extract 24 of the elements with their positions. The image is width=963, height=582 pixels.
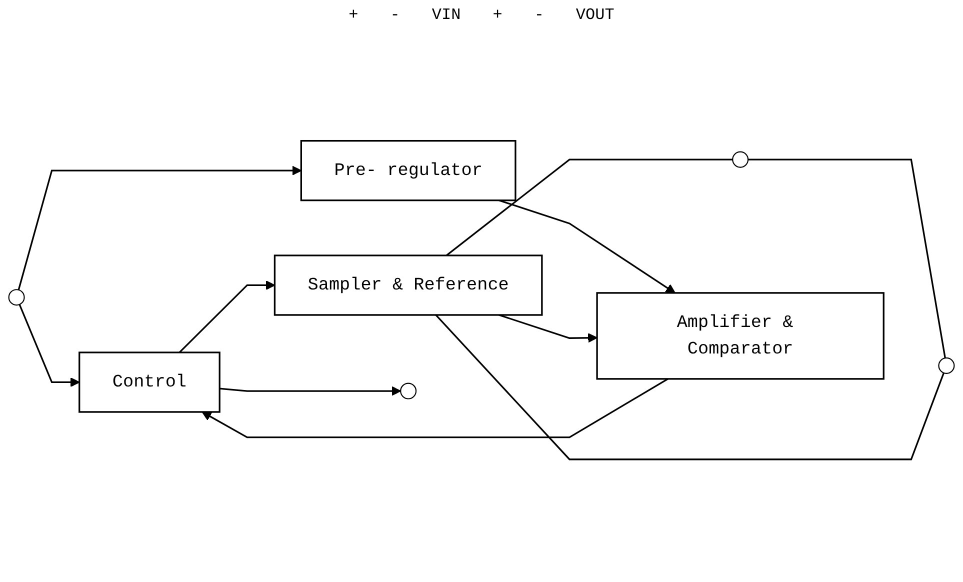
node-box: Pre- regulator bbox=[300, 140, 516, 202]
arrow bbox=[498, 199, 676, 294]
arrow bbox=[202, 378, 668, 438]
arrow bbox=[220, 386, 402, 396]
polarity-label: - bbox=[389, 6, 401, 24]
node-circle bbox=[732, 151, 749, 168]
arrow bbox=[498, 314, 598, 343]
arrow bbox=[18, 304, 80, 387]
connector bbox=[748, 158, 946, 358]
node-circle bbox=[8, 288, 25, 306]
arrow bbox=[178, 280, 276, 353]
connector bbox=[435, 314, 945, 460]
connector bbox=[446, 158, 733, 256]
polarity-label: VIN bbox=[430, 6, 462, 24]
polarity-label: - bbox=[533, 6, 545, 24]
node-box: Amplifier & Comparator bbox=[596, 292, 884, 380]
polarity-label: + bbox=[492, 6, 504, 24]
node-circle bbox=[938, 357, 955, 374]
polarity-label: VOUT bbox=[574, 6, 616, 24]
node-box: Control bbox=[78, 352, 220, 413]
arrow bbox=[18, 166, 302, 290]
node-circle bbox=[400, 382, 417, 400]
polarity-label: + bbox=[348, 6, 360, 24]
node-box: Sampler & Reference bbox=[274, 254, 543, 316]
